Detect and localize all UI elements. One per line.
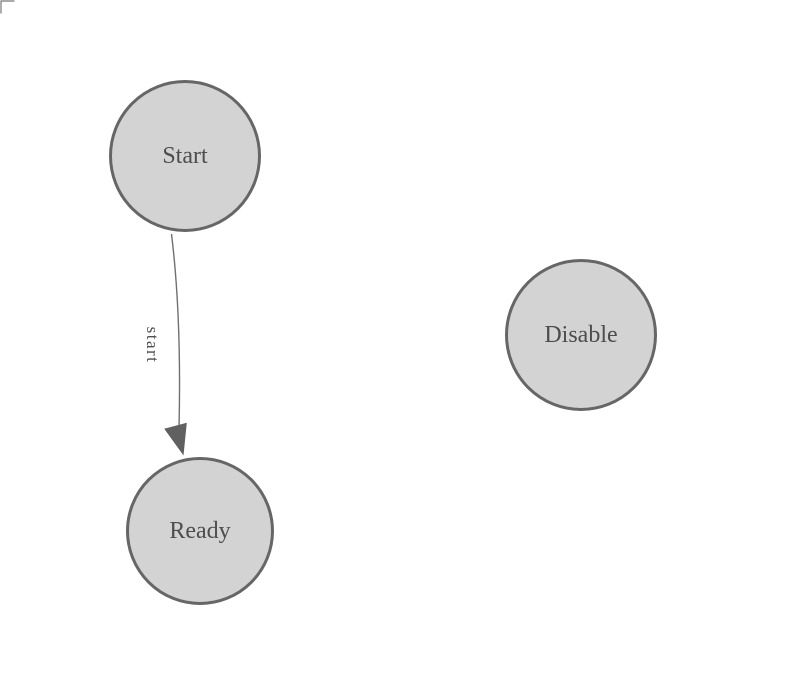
state-node-ready[interactable]: Ready: [126, 457, 274, 605]
canvas-corner-mark: [0, 0, 15, 14]
edge-path[interactable]: [170, 233, 181, 430]
state-node-disable-label: Disable: [544, 321, 618, 348]
edge-label-start: start: [143, 326, 162, 364]
state-node-start-label: Start: [162, 142, 208, 169]
transition-start-to-ready[interactable]: [164, 233, 187, 456]
edge-arrowhead-icon: [164, 422, 187, 456]
state-node-start[interactable]: Start: [109, 80, 261, 232]
corner-bracket-icon: [0, 0, 15, 14]
state-node-ready-label: Ready: [169, 517, 231, 544]
state-node-disable[interactable]: Disable: [505, 259, 657, 411]
